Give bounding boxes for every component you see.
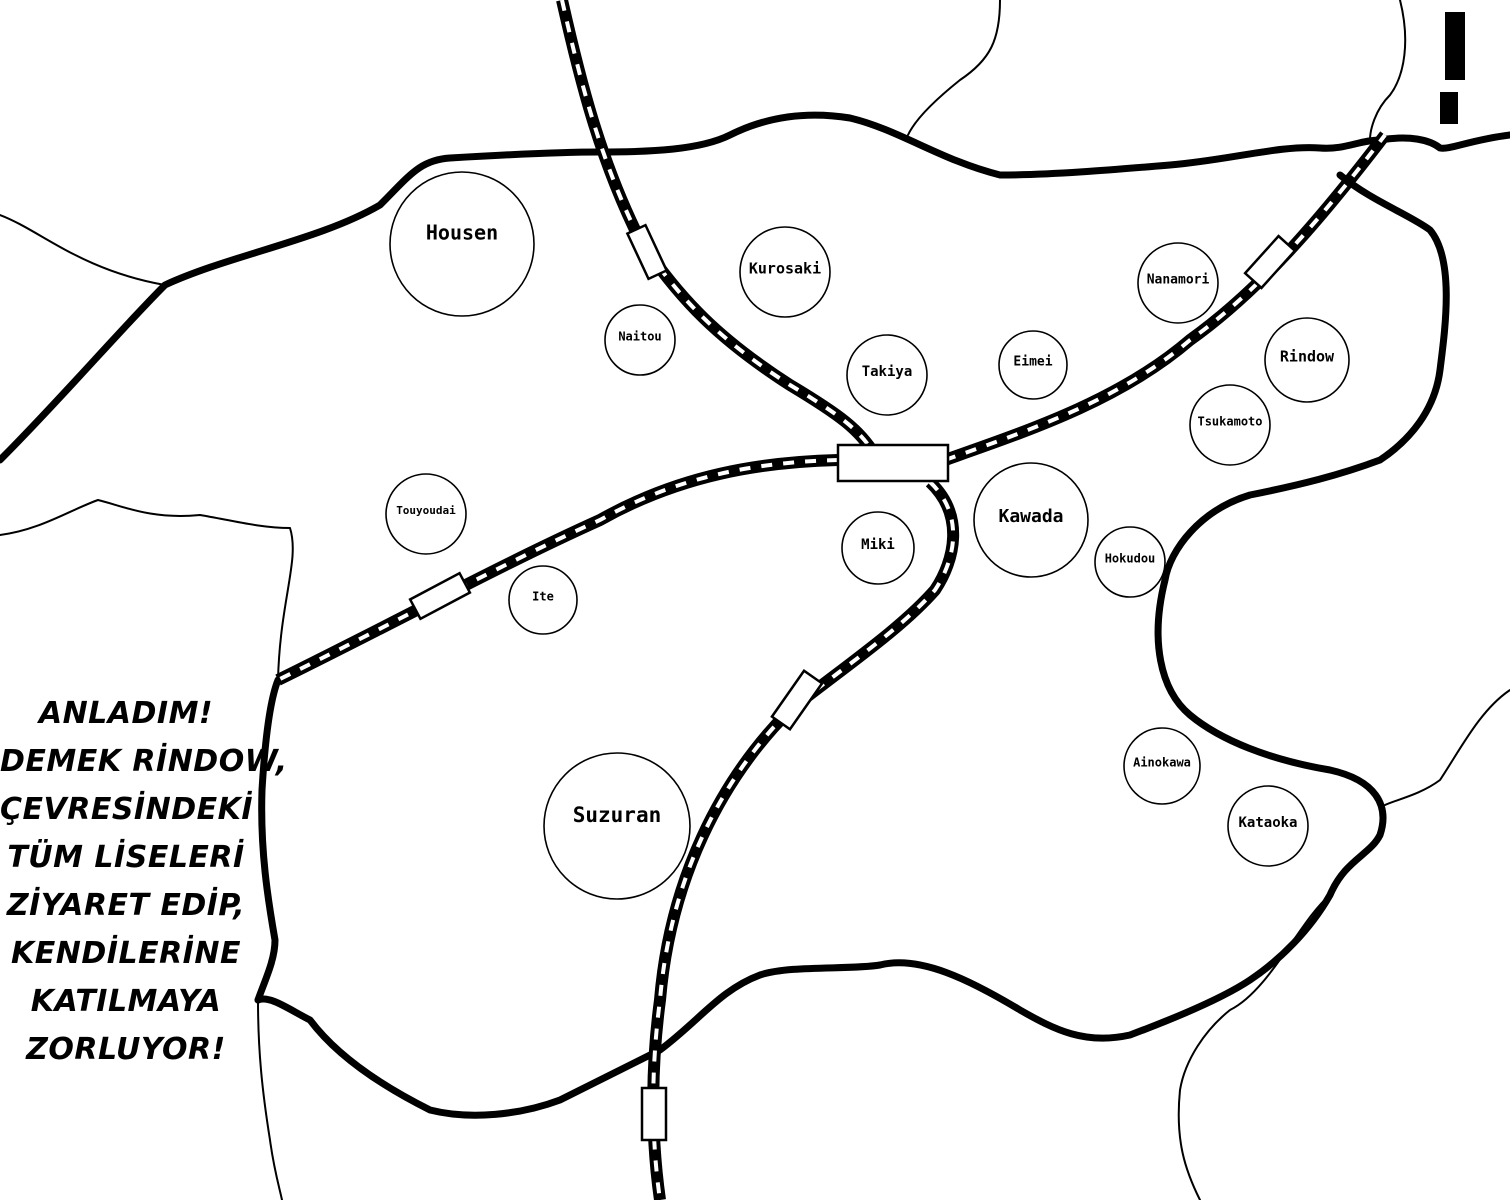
stations [408, 223, 1297, 1142]
school-takiya: Takiya [846, 334, 928, 416]
railway-south [647, 477, 960, 1200]
school-label: Rindow [1280, 348, 1335, 366]
school-circle [1264, 317, 1350, 403]
school-circle [604, 304, 676, 376]
school-label: Ainokawa [1133, 756, 1191, 770]
exclamation-icon [1440, 12, 1465, 124]
school-hokudou: Hokudou [1094, 526, 1166, 598]
school-kurosaki: Kurosaki [739, 226, 831, 318]
school-label: Suzuran [573, 803, 662, 827]
school-naitou: Naitou [604, 304, 676, 376]
station-northeast [1243, 234, 1297, 290]
school-miki: Miki [841, 511, 915, 585]
school-ite: Ite [508, 565, 578, 635]
station-south [770, 669, 824, 731]
school-label: Miki [861, 537, 895, 553]
school-rindow: Rindow [1264, 317, 1350, 403]
school-label: Housen [426, 221, 498, 245]
school-circle [998, 330, 1068, 400]
school-circle [973, 462, 1089, 578]
school-circle [1123, 727, 1201, 805]
speech-line: KENDİLERİNE [11, 936, 241, 971]
school-circle [841, 511, 915, 585]
school-label: Ite [532, 590, 554, 604]
speech-line: KATILMAYA [30, 984, 222, 1019]
school-circle [385, 473, 467, 555]
school-circle [1137, 242, 1219, 324]
station-north [625, 223, 669, 281]
station-south-lower [640, 1086, 668, 1142]
school-circle [846, 334, 928, 416]
speech-line: ZORLUYOR! [26, 1032, 226, 1067]
railway-west [275, 454, 839, 686]
school-label: Kawada [998, 506, 1063, 527]
speech-line: DEMEK RİNDOW, [0, 744, 288, 779]
school-touyoudai: Touyoudai [385, 473, 467, 555]
school-label: Nanamori [1147, 273, 1210, 288]
railway-north [556, 0, 881, 459]
district-borders [0, 111, 1510, 1119]
speech-line: ZİYARET EDİP, [6, 888, 246, 923]
school-housen: Housen [389, 171, 535, 317]
school-label: Eimei [1013, 355, 1052, 370]
school-circle [508, 565, 578, 635]
school-circle [1094, 526, 1166, 598]
speech-line: ANLADIM! [38, 696, 214, 731]
school-circle [543, 752, 691, 900]
school-label: Tsukamoto [1197, 415, 1262, 429]
school-tsukamoto: Tsukamoto [1189, 384, 1271, 466]
speech-bubble-text: ANLADIM! DEMEK RİNDOW, ÇEVRESİNDEKİ TÜM … [0, 690, 288, 1074]
school-ainokawa: Ainokawa [1123, 727, 1201, 805]
railway-northeast [943, 131, 1390, 466]
school-label: Kurosaki [749, 260, 821, 278]
speech-line: TÜM LİSELERİ [7, 840, 245, 875]
railway-lines [275, 0, 1390, 1200]
station-west [408, 571, 472, 621]
school-label: Takiya [862, 364, 913, 380]
school-circle [1227, 785, 1309, 867]
school-circle [739, 226, 831, 318]
school-nanamori: Nanamori [1137, 242, 1219, 324]
school-kataoka: Kataoka [1227, 785, 1309, 867]
school-label: Naitou [618, 330, 661, 344]
school-suzuran: Suzuran [543, 752, 691, 900]
central-station [836, 443, 950, 483]
school-label: Kataoka [1238, 815, 1297, 831]
school-eimei: Eimei [998, 330, 1068, 400]
school-label: Hokudou [1105, 552, 1156, 566]
school-label: Touyoudai [396, 504, 456, 517]
speech-line: ÇEVRESİNDEKİ [0, 792, 254, 827]
school-circle [389, 171, 535, 317]
school-circle [1189, 384, 1271, 466]
school-kawada: Kawada [973, 462, 1089, 578]
